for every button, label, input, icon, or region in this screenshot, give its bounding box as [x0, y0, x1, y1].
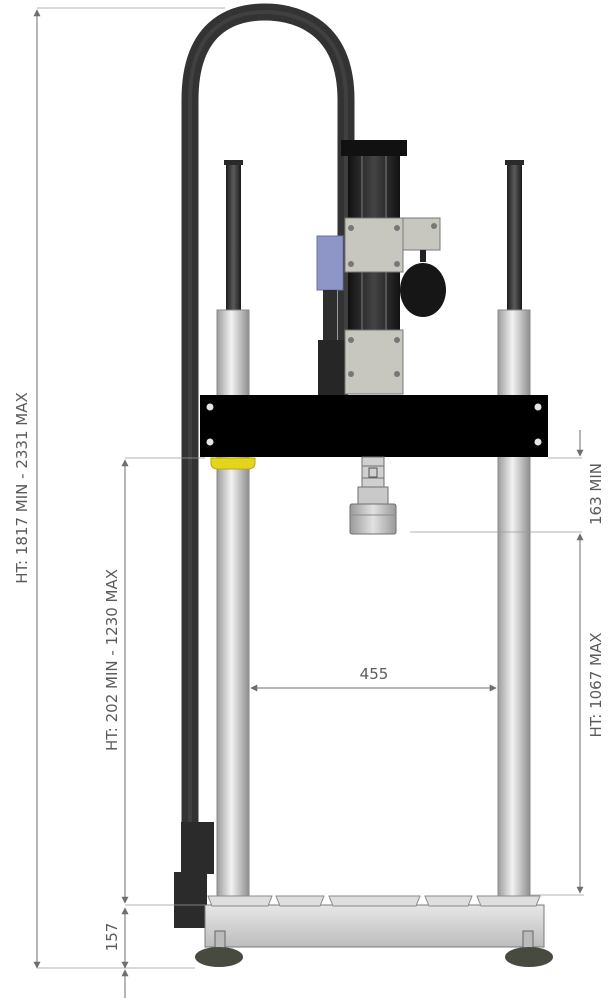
left-column: [216, 455, 250, 899]
left-upper-rod: [226, 160, 241, 312]
base-tray-3: [328, 895, 421, 907]
handwheel-knob: [400, 263, 446, 317]
base-height-label: 157: [103, 923, 121, 952]
right-foot: [505, 947, 553, 967]
left-foot: [195, 947, 243, 967]
base-tray-2: [275, 895, 325, 907]
left-column-upper: [216, 309, 250, 399]
base-tray-4: [424, 895, 473, 907]
daylight-max-label: HT: 1067 MAX: [587, 632, 605, 737]
right-upper-rod: [507, 160, 522, 312]
connector-block-lower: [174, 872, 207, 928]
column-spacing-label: 455: [360, 665, 389, 683]
indicator-stem: [323, 290, 337, 345]
overall-height-label: HT: 1817 MIN - 2331 MAX: [13, 392, 31, 584]
lower-mount-plate: [344, 329, 404, 395]
actuator-top-cap: [341, 140, 407, 156]
stroke-min-label: 163 MIN: [587, 463, 605, 525]
platen-neck: [357, 486, 389, 506]
base-tray-1: [207, 895, 273, 907]
platen: [349, 503, 397, 535]
working-height-label: HT: 202 MIN - 1230 MAX: [103, 569, 121, 751]
base-tray-5: [476, 895, 541, 907]
load-cell-coupling: [361, 456, 385, 488]
crossbeam: [200, 395, 548, 457]
yellow-bumper: [210, 457, 256, 470]
base-plate: [204, 904, 545, 948]
right-column-upper: [497, 309, 531, 399]
right-column: [497, 455, 531, 899]
side-bracket: [402, 217, 441, 251]
indicator-box: [316, 235, 344, 291]
connector-block-upper: [181, 822, 214, 874]
upper-mount-plate: [344, 217, 404, 273]
lower-motor-block: [318, 340, 348, 396]
